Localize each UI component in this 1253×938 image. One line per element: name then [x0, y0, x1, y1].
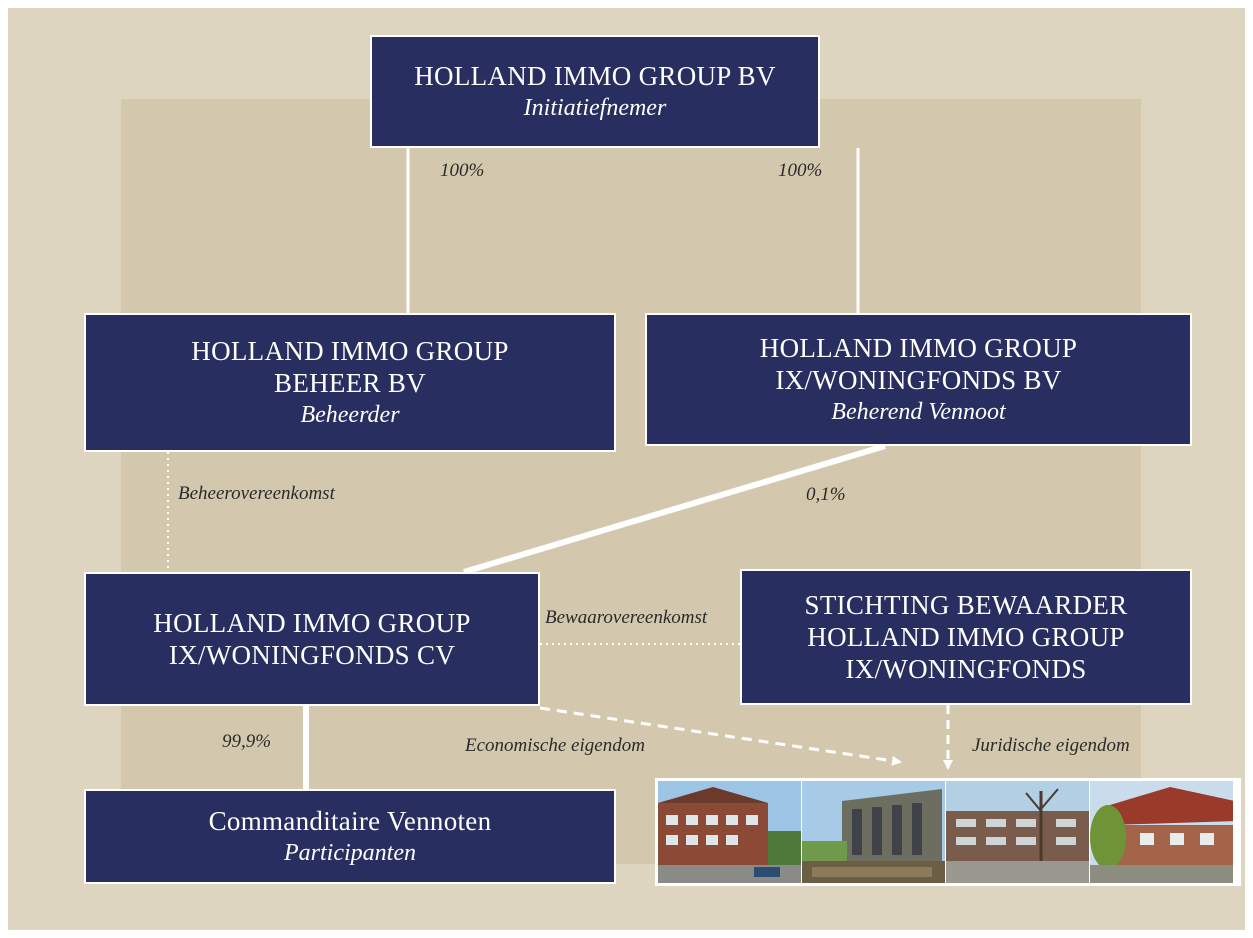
label-economische-eigendom: Economische eigendom — [465, 735, 645, 756]
box-title-line2: HOLLAND IMMO GROUP — [807, 622, 1125, 652]
label-bewaarovereenkomst: Bewaarovereenkomst — [545, 607, 708, 628]
box-role: Initiatiefnemer — [523, 94, 667, 121]
box-holland-immo-group-bv: HOLLAND IMMO GROUP BV Initiatiefnemer — [370, 35, 820, 148]
box-title-line2: IX/WONINGFONDS BV — [775, 364, 1062, 395]
label-pct-999: 99,9% — [222, 731, 272, 752]
box-title-line3: IX/WONINGFONDS — [845, 654, 1087, 684]
housing-photo-2 — [801, 780, 946, 884]
arrow-economische-eigendom — [539, 706, 902, 766]
box-title-line2: BEHEER BV — [274, 367, 426, 398]
connector-beherend-vennoot — [463, 443, 886, 575]
label-pct-right: 100% — [778, 160, 823, 181]
box-role: Beheerder — [300, 401, 400, 428]
label-pct-left: 100% — [440, 160, 485, 181]
box-title-line1: HOLLAND IMMO GROUP — [153, 608, 471, 638]
box-stichting-bewaarder: STICHTING BEWAARDER HOLLAND IMMO GROUP I… — [740, 569, 1192, 705]
box-commanditaire-vennoten: Commanditaire Vennoten Participanten — [84, 789, 616, 884]
label-juridische-eigendom: Juridische eigendom — [972, 735, 1130, 756]
box-woningfonds-cv: HOLLAND IMMO GROUP IX/WONINGFONDS CV — [84, 572, 540, 706]
inner-panel — [121, 99, 1141, 864]
label-beheerovereenkomst: Beheerovereenkomst — [178, 483, 335, 504]
box-title: Commanditaire Vennoten — [208, 805, 492, 836]
box-woningfonds-bv: HOLLAND IMMO GROUP IX/WONINGFONDS BV Beh… — [645, 313, 1192, 446]
box-title: HOLLAND IMMO GROUP BV — [414, 60, 776, 91]
housing-photo-4 — [1089, 780, 1234, 884]
box-title-line1: HOLLAND IMMO GROUP — [191, 335, 509, 366]
housing-photo-1 — [657, 780, 802, 884]
box-beheer-bv: HOLLAND IMMO GROUP BEHEER BV Beheerder — [84, 313, 616, 452]
box-role: Beherend Vennoot — [831, 398, 1006, 425]
label-pct-01: 0,1% — [806, 484, 846, 505]
box-role: Participanten — [284, 839, 416, 866]
box-title-line1: STICHTING BEWAARDER — [804, 590, 1128, 620]
box-title-line2: IX/WONINGFONDS CV — [168, 640, 456, 670]
housing-photo-3 — [945, 780, 1090, 884]
box-title-line1: HOLLAND IMMO GROUP — [759, 332, 1078, 363]
